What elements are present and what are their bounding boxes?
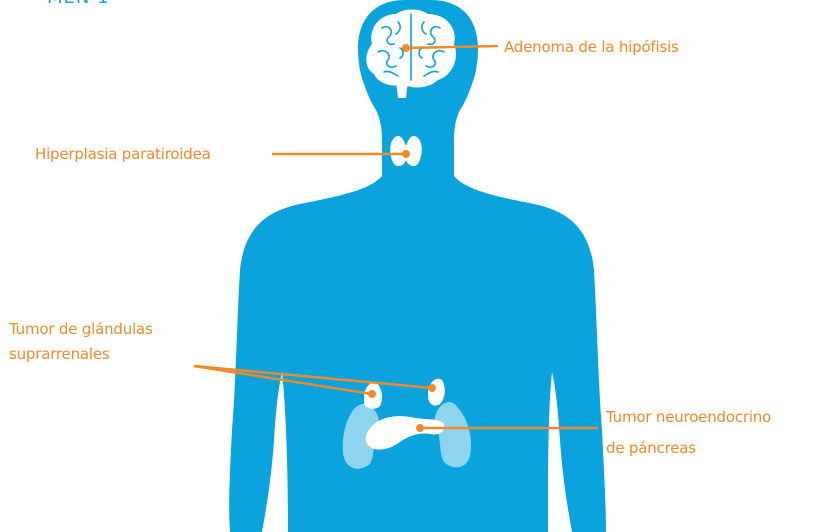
pointer-dot-adrenal-right xyxy=(428,384,436,392)
pointer-dot-adrenal-left xyxy=(368,390,376,398)
pointer-dot-pancreas xyxy=(416,424,424,432)
label-pancreas-line2: de páncreas xyxy=(606,436,696,460)
pointer-dot-pituitary xyxy=(402,44,410,52)
label-parathyroid: Hiperplasia paratiroidea xyxy=(35,142,211,166)
label-adrenal-line1: Tumor de glándulas xyxy=(9,317,153,341)
label-pancreas-line1: Tumor neuroendocrino xyxy=(606,405,771,429)
label-adrenal-line2: suprarrenales xyxy=(9,342,109,366)
pointer-dot-parathyroid xyxy=(402,150,410,158)
label-pituitary: Adenoma de la hipófisis xyxy=(504,35,679,59)
